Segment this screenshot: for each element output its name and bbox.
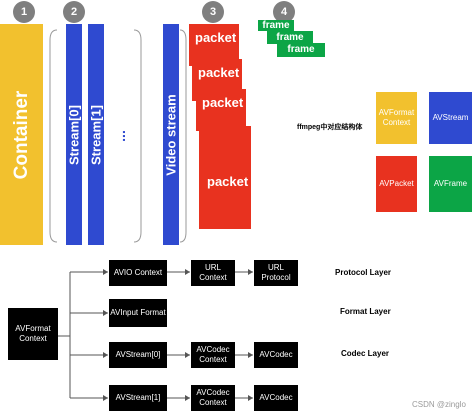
video-stream-bar: Video stream [163,24,179,245]
avformat-context-node: AVFormat Context [8,308,58,360]
watermark: CSDN @zinglo [412,400,466,409]
avcodec-context-0-node: AVCodec Context [191,342,235,368]
frame-2: frame [267,31,313,44]
legend-avformat-context: AVFormat Context [376,92,417,144]
step-badge-4: 4 [273,1,295,23]
video-stream-label: Video stream [163,93,179,176]
legend-avframe: AVFrame [429,156,472,212]
legend-caption: ffmpeg中对应结构体 [297,124,363,131]
legend-avpacket: AVPacket [376,156,417,212]
avinput-format-node: AVInput Format [109,299,167,327]
packet-4: packet [199,126,251,229]
stream-0-label: Stream[0] [66,104,82,165]
url-context-node: URL Context [191,260,235,286]
protocol-layer-label: Protocol Layer [335,268,392,277]
avio-context-node: AVIO Context [109,260,167,286]
packet-3: packet [196,89,246,131]
avcodec-1-node: AVCodec [254,385,298,411]
codec-layer-label: Codec Layer [341,349,390,358]
more-streams-ellipsis: ... [112,130,128,142]
stream-1-label: Stream[1] [88,104,104,165]
frame-3: frame [277,43,325,57]
step-badge-2: 2 [63,1,85,23]
avcodec-context-1-node: AVCodec Context [191,385,235,411]
avcodec-0-node: AVCodec [254,342,298,368]
avstream-0-node: AVStream[0] [109,342,167,368]
avstream-1-node: AVStream[1] [109,385,167,411]
container-block: Container [0,24,43,245]
stream-0-bar: Stream[0] [66,24,82,245]
step-badge-1: 1 [13,1,35,23]
format-layer-label: Format Layer [340,307,391,316]
url-protocol-node: URL Protocol [254,260,298,286]
stream-1-bar: Stream[1] [88,24,104,245]
legend-avstream: AVStream [429,92,472,144]
step-badge-3: 3 [202,1,224,23]
frame-1: frame [258,20,294,31]
